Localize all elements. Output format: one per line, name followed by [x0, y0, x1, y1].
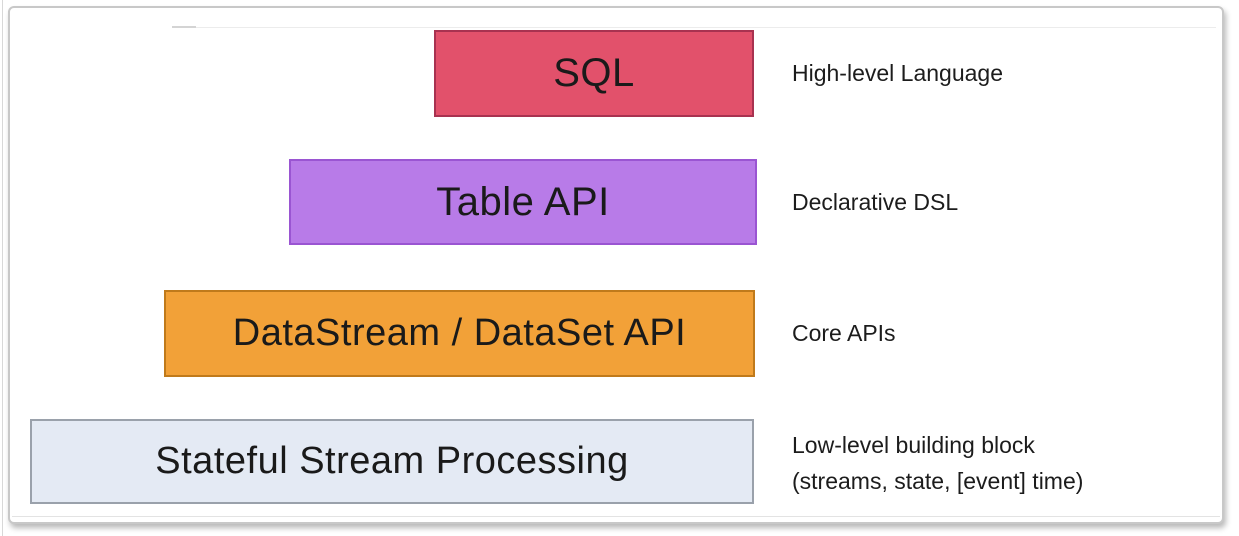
slide-card: SQL High-level Language Table API Declar…: [8, 6, 1224, 524]
layer-annotation-high-level-language: High-level Language: [792, 60, 1003, 86]
layer-annotation-core-apis: Core APIs: [792, 320, 896, 346]
layer-box-datastream-dataset-api: DataStream / DataSet API: [164, 290, 755, 377]
top-divider-line: [172, 27, 1216, 28]
top-divider-tick: [172, 26, 196, 28]
layer-box-sql: SQL: [434, 30, 754, 117]
layer-box-table-api: Table API: [289, 159, 757, 245]
layer-annotation-declarative-dsl: Declarative DSL: [792, 189, 959, 215]
layer-label-stateful-stream-processing: Stateful Stream Processing: [155, 440, 629, 482]
layer-label-sql: SQL: [553, 51, 635, 95]
layer-box-stateful-stream-processing: Stateful Stream Processing: [30, 419, 754, 504]
layer-annotation-low-level-building-block: Low-level building block (streams, state…: [792, 432, 1084, 494]
window-edge-line: [2, 0, 3, 536]
bottom-divider-line: [12, 516, 1220, 517]
layer-label-datastream-dataset-api: DataStream / DataSet API: [232, 312, 687, 354]
layer-label-table-api: Table API: [436, 179, 610, 224]
